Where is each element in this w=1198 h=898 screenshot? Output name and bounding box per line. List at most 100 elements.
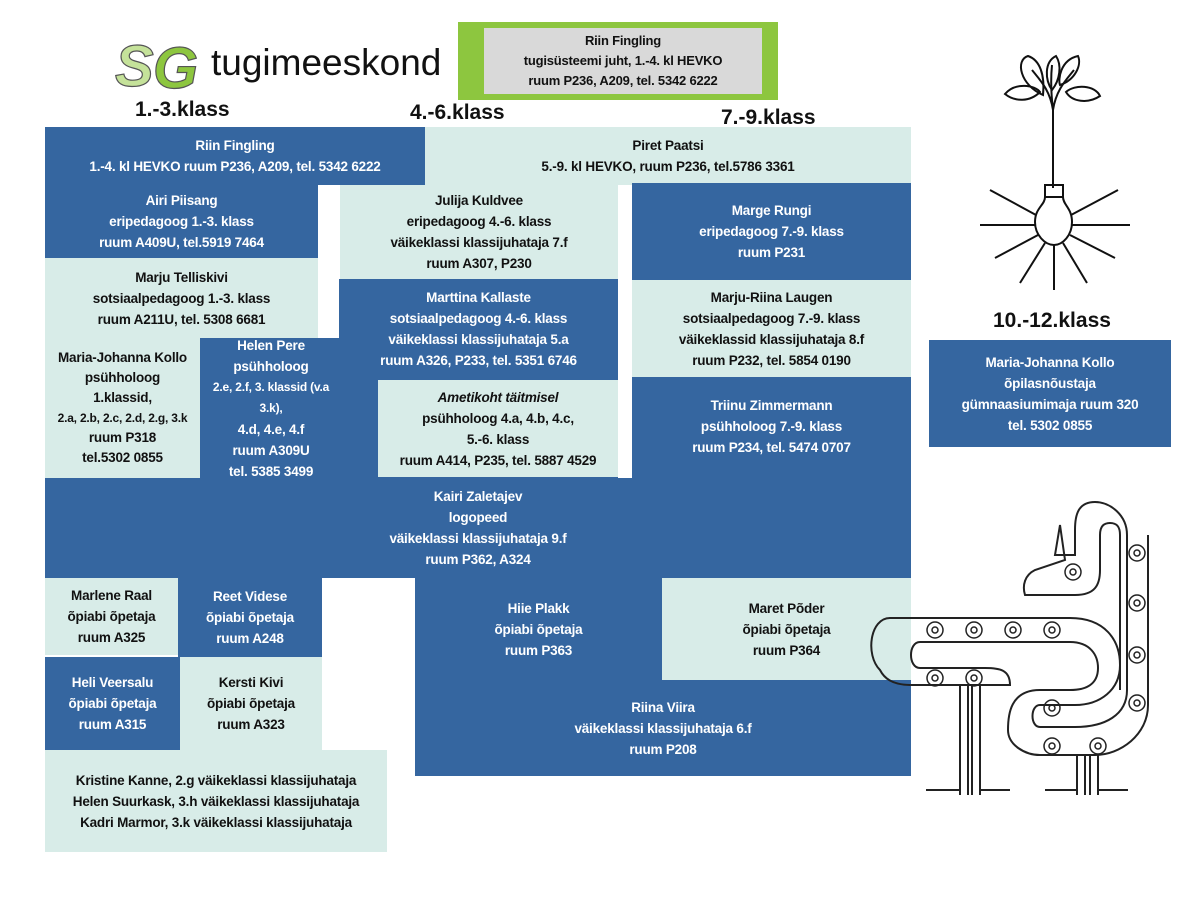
detail-line: ruum P231: [737, 245, 806, 260]
box-maria-johanna-kollo: Maria-Johanna Kollo psühholoog 1.klassid, 2…: [45, 338, 200, 478]
detail-line: väikeklassi klassijuhataja 9.f: [389, 531, 567, 546]
detail-line: väikeklassi klassijuhataja 5.a: [388, 332, 569, 347]
detail-line: ruum A315: [78, 717, 147, 732]
person-name: Kristine Kanne, 2.g väikeklassi klassiju…: [75, 772, 357, 788]
detail-line: õpiabi õpetaja: [494, 621, 583, 637]
detail-line: väikeklassi klassijuhataja 7.f: [390, 235, 568, 250]
svg-text:G: G: [153, 38, 198, 94]
person-name: Hiie Plakk: [507, 600, 570, 616]
person-name: Marlene Raal: [71, 588, 152, 603]
person-name: Ametikoht täitmisel: [437, 389, 559, 405]
detail-line: tugisüsteemi juht, 1.-4. kl HEVKO: [523, 53, 723, 68]
person-name: Maret Põder: [748, 600, 825, 616]
detail-line: psühholoog 4.a, 4.b, 4.c,: [422, 410, 574, 426]
detail-line: ruum A307, P230: [426, 256, 532, 271]
detail-line: õpiabi õpetaja: [68, 696, 157, 711]
box-marju-riina-laugen: Marju-Riina Laugen sotsiaalpedagoog 7.-9.…: [632, 280, 911, 377]
person-name: Marju Telliskivi: [135, 269, 228, 285]
detail-line: sotsiaalpedagoog 7.-9. klass: [682, 310, 861, 326]
box-class-teachers: Kristine Kanne, 2.g väikeklassi klassiju…: [45, 750, 387, 852]
person-name: Helen Pere: [237, 337, 305, 353]
conveyor-creature-icon: [870, 500, 1149, 795]
detail-line: ruum P232, tel. 5854 0190: [692, 352, 851, 368]
detail-line: Helen Suurkask, 3.h väikeklassi klassiju…: [72, 793, 360, 809]
detail-line: õpiabi õpetaja: [207, 696, 295, 711]
leader-box: Riin Fingling tugisüsteemi juht, 1.-4. kl…: [484, 28, 762, 94]
detail-line: 2.e, 2.f, 3. klassid (v.a 3.k),: [212, 379, 330, 415]
detail-line: õpiabi õpetaja: [206, 610, 294, 625]
detail-line: ruum A248: [216, 631, 284, 646]
box-kersti-kivi: Kersti Kivi õpiabi õpetaja ruum A323: [180, 657, 322, 750]
person-name: Riin Fingling: [584, 33, 662, 48]
detail-line: tel. 5385 3499: [228, 463, 314, 479]
person-name: Riina Viira: [631, 699, 695, 715]
detail-line: eripedagoog 1.-3. klass: [109, 214, 254, 229]
person-name: Airi Piisang: [145, 193, 218, 208]
detail-line: ruum P208: [629, 741, 697, 757]
detail-line: eripedagoog 7.-9. klass: [699, 224, 844, 239]
person-name: Marge Rungi: [731, 203, 812, 218]
header-4-6: 4.-6.klass: [410, 101, 505, 124]
person-name: Reet Videse: [212, 589, 288, 604]
svg-text:S: S: [115, 38, 154, 94]
detail-line: väikeklassid klassijuhataja 8.f: [678, 331, 865, 347]
detail-line: ruum A325: [77, 630, 146, 645]
header-10-12: 10.-12.klass: [993, 309, 1111, 332]
detail-line: 1.-4. kl HEVKO ruum P236, A209, tel. 534…: [89, 159, 381, 174]
detail-line: tel.5302 0855: [82, 450, 163, 465]
detail-line: õpilasnõustaja: [1004, 375, 1096, 391]
person-name: Julija Kuldvee: [435, 193, 523, 208]
box-piret-paatsi: Piret Paatsi 5.-9. kl HEVKO, ruum P236, t…: [425, 127, 911, 185]
box-ametikoht-taitmisel: Ametikoht täitmisel psühholoog 4.a, 4.b, …: [378, 380, 618, 477]
person-name: Marttina Kallaste: [426, 290, 531, 305]
detail-line: logopeed: [448, 510, 508, 525]
detail-line: psühholoog: [84, 370, 161, 385]
detail-line: ruum P236, A209, tel. 5342 6222: [528, 73, 718, 88]
detail-line: sotsiaalpedagoog 1.-3. klass: [92, 290, 271, 306]
detail-line: ruum P234, tel. 5474 0707: [692, 440, 851, 455]
detail-line: 2.a, 2.b, 2.c, 2.d, 2.g, 3.k: [57, 411, 188, 425]
box-marlene-raal: Marlene Raal õpiabi õpetaja ruum A325: [45, 578, 178, 655]
detail-line: psühholoog: [233, 358, 309, 374]
box-julija-kuldvee: Julija Kuldvee eripedagoog 4.-6. klass väi…: [340, 185, 618, 279]
logo-text: tugimeeskond: [211, 42, 442, 83]
detail-line: ruum P363: [504, 642, 573, 658]
sg-logo-icon: S G: [115, 38, 199, 94]
detail-line: psühholoog 7.-9. klass: [700, 419, 843, 434]
detail-line: ruum A211U, tel. 5308 6681: [97, 311, 266, 327]
detail-line: õpiabi õpetaja: [742, 621, 831, 637]
detail-line: tel. 5302 0855: [1007, 417, 1093, 433]
detail-line: 5.-9. kl HEVKO, ruum P236, tel.5786 3361: [541, 159, 795, 174]
person-name: Kairi Zaletajev: [433, 489, 523, 504]
detail-line: ruum P364: [752, 642, 821, 658]
detail-line: ruum A414, P235, tel. 5887 4529: [399, 452, 597, 468]
person-name: Riin Fingling: [195, 138, 275, 153]
person-name: Triinu Zimmermann: [710, 398, 833, 413]
box-riin-fingling: Riin Fingling 1.-4. kl HEVKO ruum P236, A…: [45, 127, 425, 185]
box-kairi-zaletajev: Kairi Zaletajev logopeed väikeklassi klass…: [45, 478, 911, 578]
detail-line: Kadri Marmor, 3.k väikeklassi klassijuha…: [80, 814, 352, 830]
detail-line: sotsiaalpedagoog 4.-6. klass: [389, 311, 568, 326]
person-name: Kersti Kivi: [218, 675, 284, 690]
detail-line: õpiabi õpetaja: [67, 609, 156, 624]
person-name: Marju-Riina Laugen: [710, 289, 833, 305]
detail-line: 5.-6. klass: [466, 431, 530, 447]
detail-line: gümnaasiumimaja ruum 320: [961, 396, 1139, 412]
detail-line: eripedagoog 4.-6. klass: [406, 214, 552, 229]
detail-line: 1.klassid,: [93, 390, 152, 405]
person-name: Maria-Johanna Kollo: [58, 350, 187, 365]
header-7-9: 7.-9.klass: [721, 106, 816, 129]
box-heli-veersalu: Heli Veersalu õpiabi õpetaja ruum A315: [45, 657, 180, 750]
detail-line: ruum A323: [217, 717, 285, 732]
detail-line: ruum A326, P233, tel. 5351 6746: [380, 353, 577, 368]
box-reet-videse: Reet Videse õpiabi õpetaja ruum A248: [178, 578, 322, 657]
box-hiie-plakk: Hiie Plakk õpiabi õpetaja ruum P363: [415, 578, 662, 680]
person-name: Heli Veersalu: [71, 675, 154, 690]
box-marju-telliskivi: Marju Telliskivi sotsiaalpedagoog 1.-3. k…: [45, 258, 318, 338]
person-name: Piret Paatsi: [632, 138, 704, 153]
detail-line: ruum A309U: [232, 442, 310, 458]
detail-line: väikeklassi klassijuhataja 6.f: [574, 720, 752, 736]
box-maret-poder: Maret Põder õpiabi õpetaja ruum P364: [662, 578, 911, 680]
